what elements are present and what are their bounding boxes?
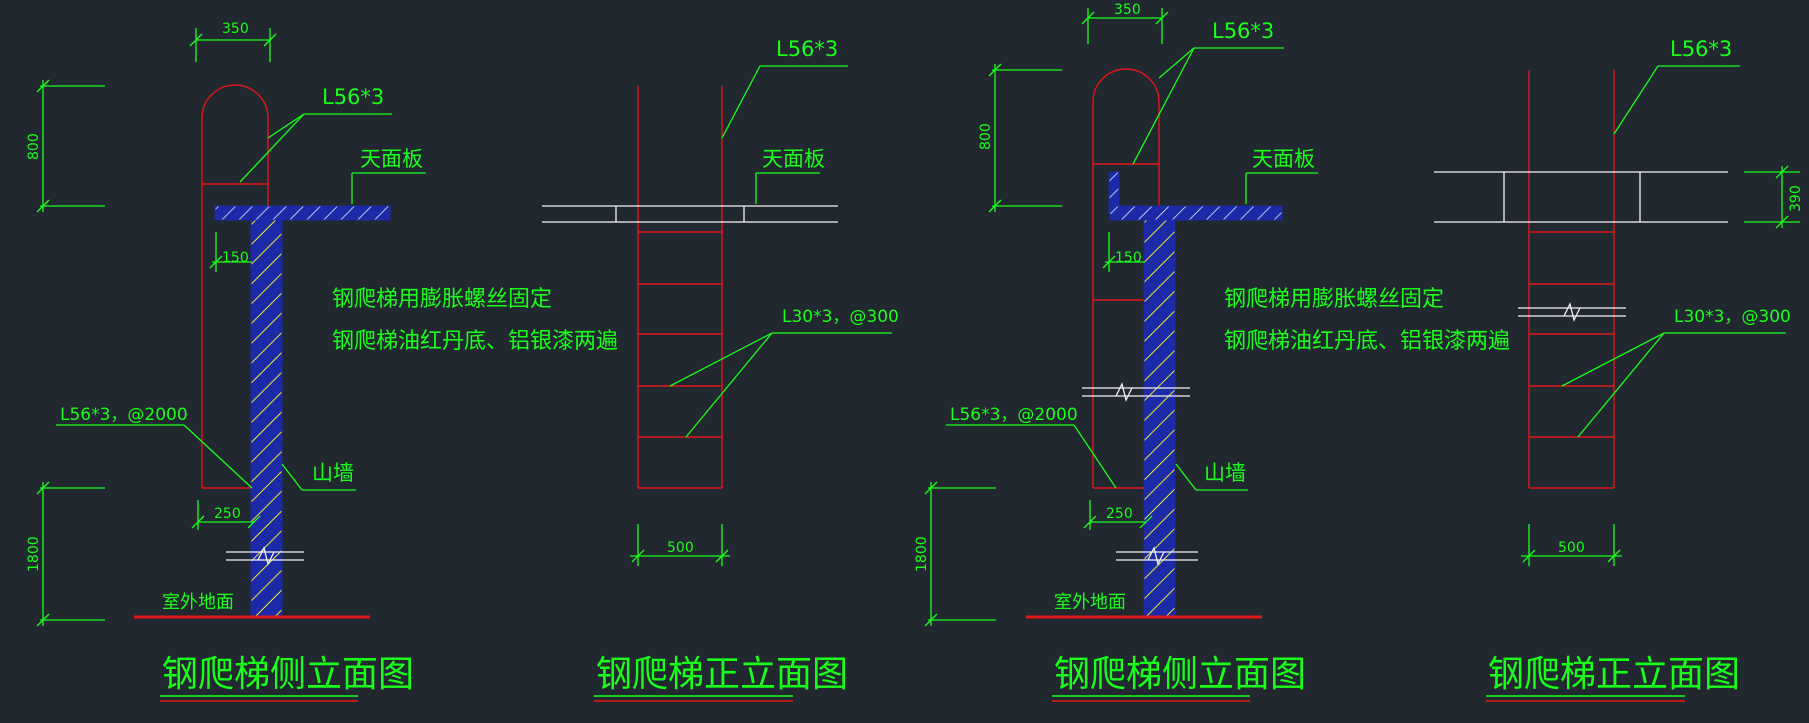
leaders xyxy=(946,47,1318,491)
title-front-elevation: 钢爬梯正立面图 xyxy=(1488,654,1740,695)
panel-front-elevation-2: 390 500 L56*3 L30*3，@300 钢爬梯正立面图 xyxy=(1434,37,1804,702)
ladder-rail-arch xyxy=(1092,68,1160,488)
title-side-elevation: 钢爬梯侧立面图 xyxy=(1054,654,1306,695)
label-bracket: L56*3，@2000 xyxy=(60,405,188,425)
svg-text:150: 150 xyxy=(1115,250,1142,266)
parapet-slab xyxy=(1434,171,1728,223)
panel-side-elevation-2: 350 800 150 xyxy=(914,2,1510,702)
label-rung: L30*3，@300 xyxy=(1674,307,1791,327)
svg-text:500: 500 xyxy=(1558,540,1585,556)
dim-1800: 1800 xyxy=(26,481,105,627)
label-angle-main: L56*3 xyxy=(322,85,384,109)
svg-text:350: 350 xyxy=(222,21,249,37)
label-angle-main: L56*3 xyxy=(1670,37,1732,61)
label-angle-main: L56*3 xyxy=(776,37,838,61)
dim-250: 250 xyxy=(1083,500,1153,530)
label-rung: L30*3，@300 xyxy=(782,307,899,327)
svg-text:500: 500 xyxy=(667,540,694,556)
svg-text:390: 390 xyxy=(1788,185,1804,212)
svg-text:800: 800 xyxy=(978,123,994,150)
svg-text:150: 150 xyxy=(222,250,249,266)
dim-150: 150 xyxy=(1102,232,1145,272)
panel-side-elevation-1: 350 800 150 xyxy=(26,21,618,702)
note-2: 钢爬梯油红丹底、铝银漆两遍 xyxy=(332,329,618,354)
svg-text:350: 350 xyxy=(1114,2,1141,18)
dim-350: 350 xyxy=(1081,2,1169,44)
ladder-rungs xyxy=(638,231,722,489)
panel-front-elevation-1: 500 L56*3 天面板 L30*3，@300 钢爬梯正立面图 xyxy=(542,37,899,702)
break-mark xyxy=(226,546,304,566)
break-mark xyxy=(1082,382,1198,566)
dim-500: 500 xyxy=(630,524,730,566)
label-outdoor-ground: 室外地面 xyxy=(1054,592,1126,613)
note-1: 钢爬梯用膨胀螺丝固定 xyxy=(332,287,552,312)
label-roof-slab: 天面板 xyxy=(762,147,825,171)
svg-text:1800: 1800 xyxy=(914,536,930,572)
note-1: 钢爬梯用膨胀螺丝固定 xyxy=(1224,287,1444,312)
roof-slab-hatch xyxy=(1109,205,1283,221)
label-roof-slab: 天面板 xyxy=(1252,147,1315,171)
label-gable-wall: 山墙 xyxy=(312,461,354,485)
title-front-elevation: 钢爬梯正立面图 xyxy=(596,654,848,695)
dim-500: 500 xyxy=(1521,524,1622,566)
svg-text:250: 250 xyxy=(214,506,241,522)
svg-text:1800: 1800 xyxy=(26,536,42,572)
break-mark xyxy=(1518,302,1626,322)
note-2: 钢爬梯油红丹底、铝银漆两遍 xyxy=(1224,329,1510,354)
label-outdoor-ground: 室外地面 xyxy=(162,592,234,613)
ladder-rungs xyxy=(1529,231,1614,489)
label-angle-main: L56*3 xyxy=(1212,19,1274,43)
dim-350: 350 xyxy=(189,21,277,62)
leaders xyxy=(56,113,426,491)
label-roof-slab: 天面板 xyxy=(360,147,423,171)
dim-1800: 1800 xyxy=(914,481,996,627)
svg-text:250: 250 xyxy=(1106,506,1133,522)
dim-800: 800 xyxy=(978,63,1062,213)
leaders xyxy=(669,65,892,438)
dim-390: 390 xyxy=(1744,165,1804,229)
dim-250: 250 xyxy=(191,500,261,530)
roof-slab xyxy=(542,205,838,223)
label-gable-wall: 山墙 xyxy=(1204,461,1246,485)
leaders xyxy=(1561,65,1786,438)
svg-text:800: 800 xyxy=(26,133,42,160)
roof-slab-hatch xyxy=(214,205,391,221)
ladder-rail-arch xyxy=(201,84,269,488)
title-side-elevation: 钢爬梯侧立面图 xyxy=(162,654,414,695)
dim-800: 800 xyxy=(26,79,105,213)
dim-150: 150 xyxy=(209,232,252,272)
label-bracket: L56*3，@2000 xyxy=(950,405,1078,425)
